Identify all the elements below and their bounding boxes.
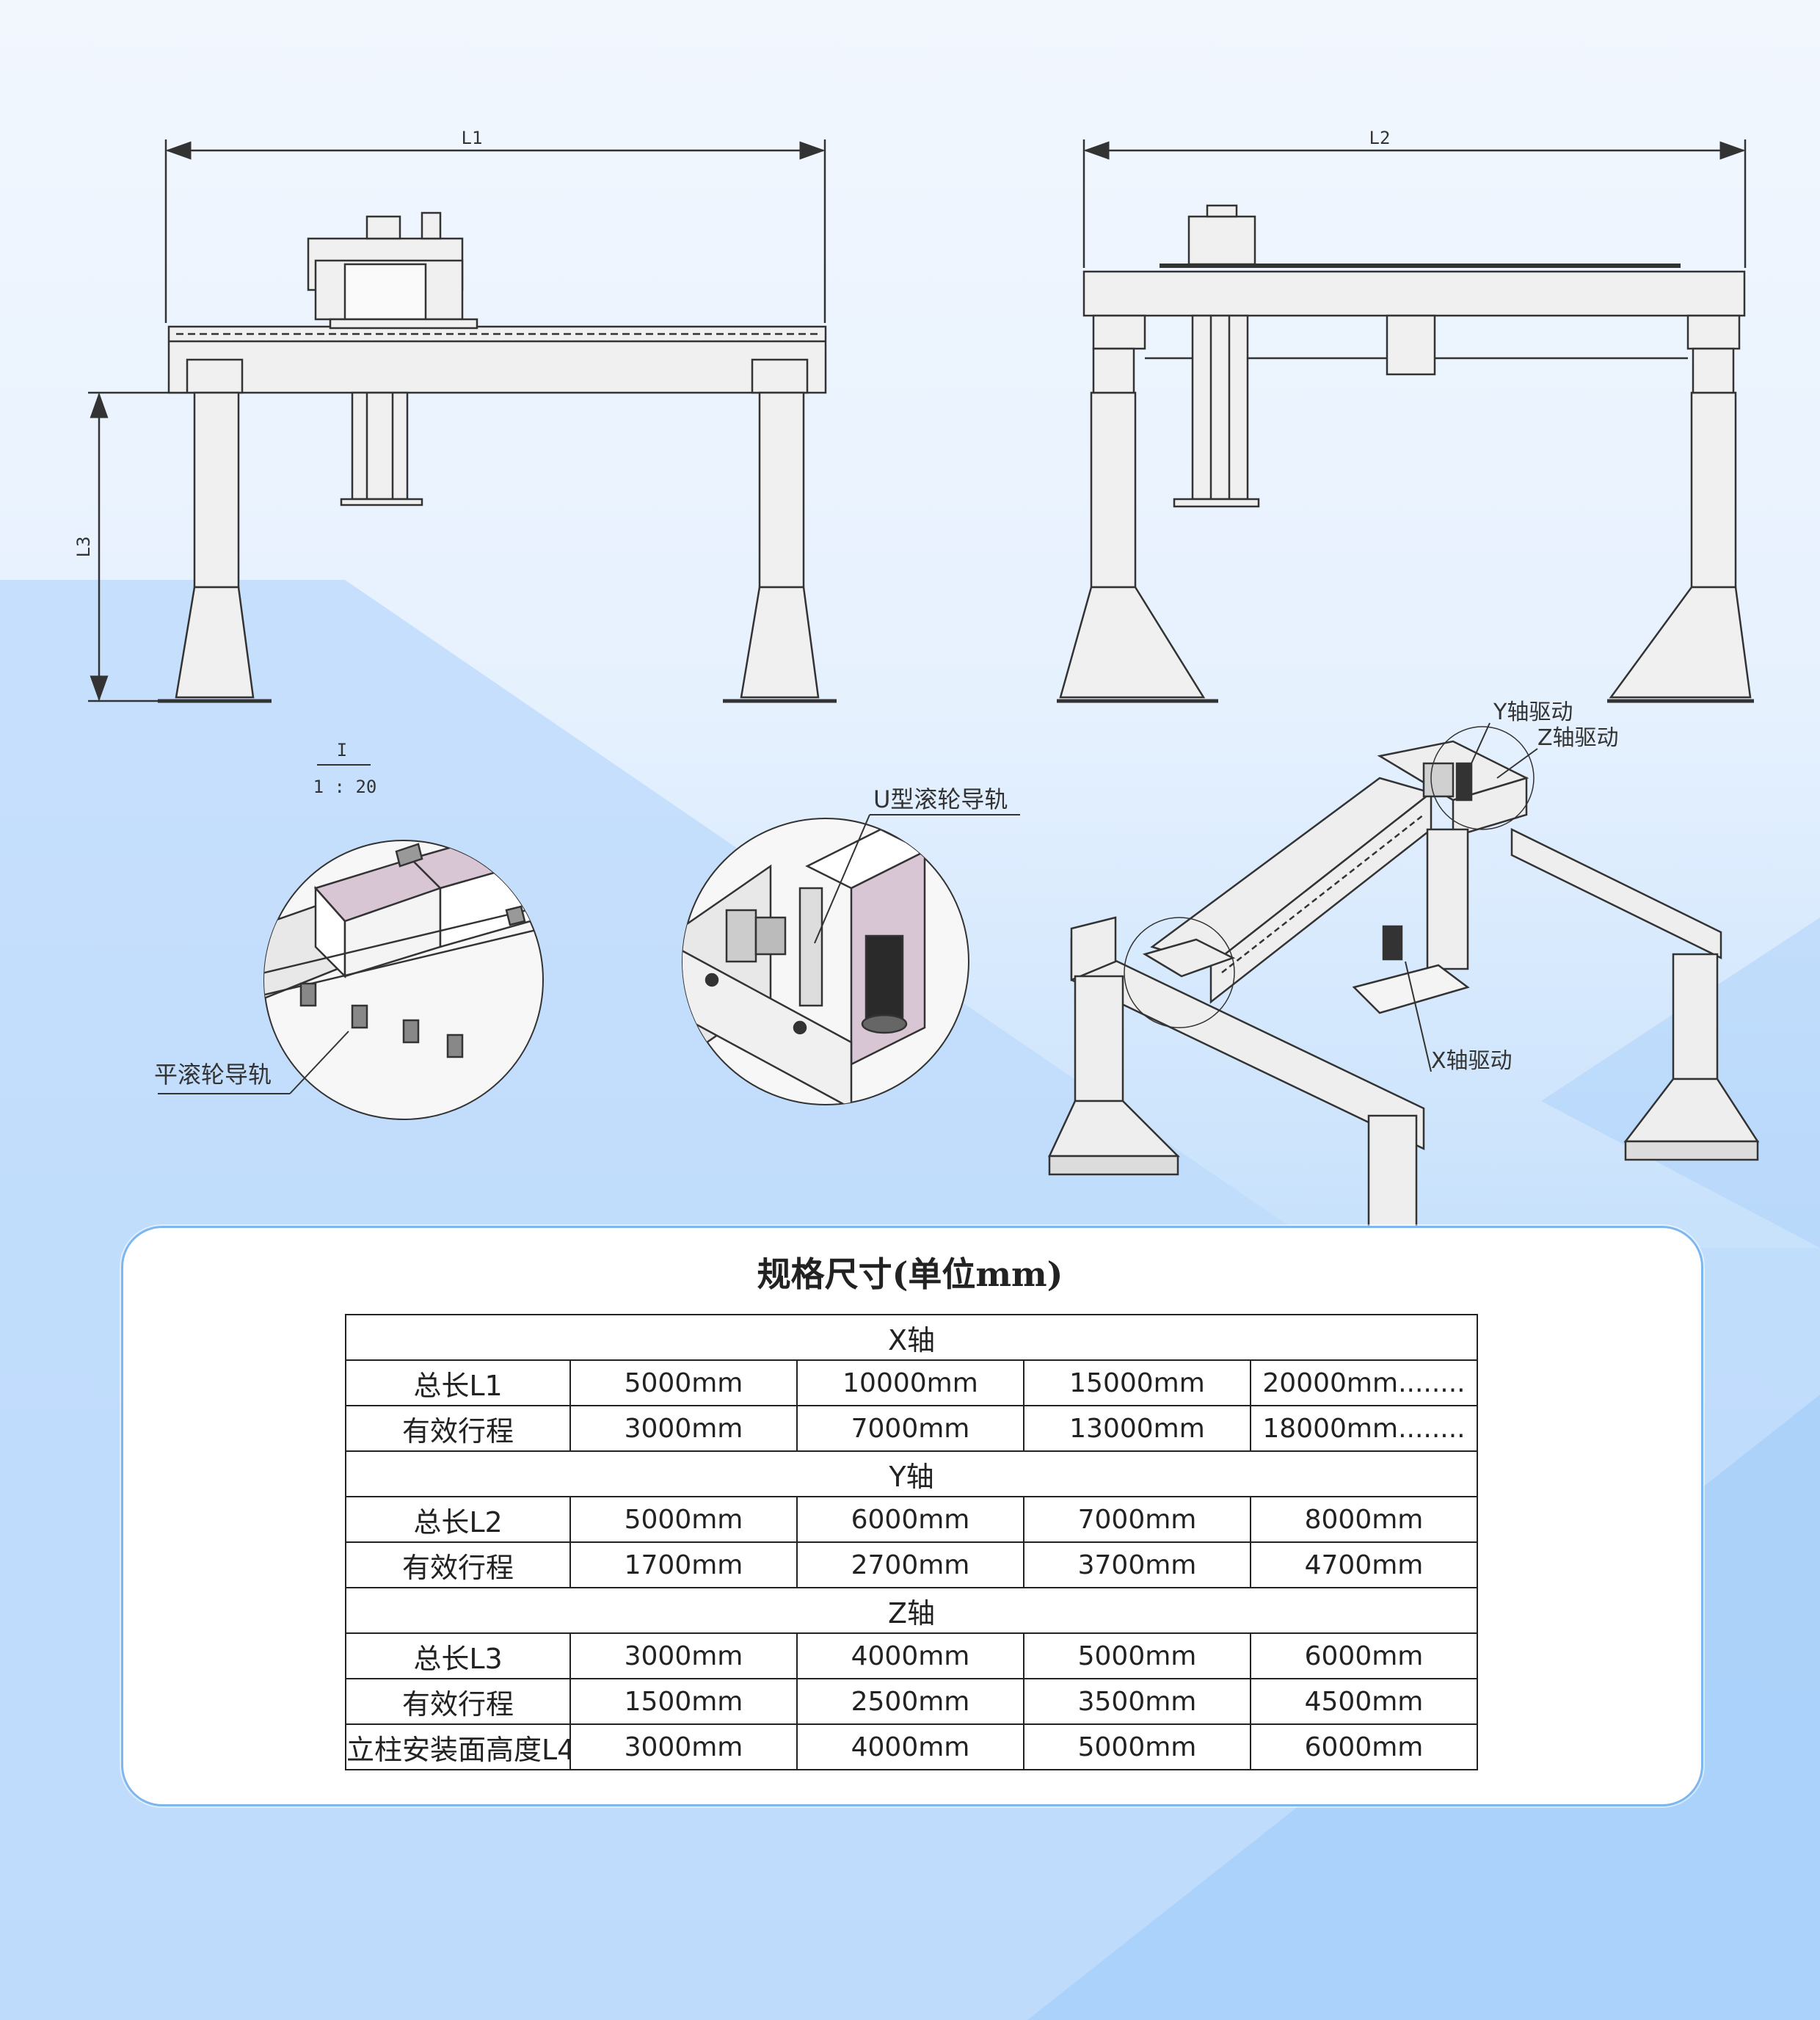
detail-u-roller (682, 814, 1020, 1105)
l1-label: L1 (462, 128, 483, 148)
table-row: 总长L3 3000mm 4000mm 5000mm 6000mm (345, 1632, 1479, 1679)
section-header-x: X轴 (344, 1314, 1479, 1361)
detail-scale-label: 1 : 20 (313, 777, 377, 797)
cell: 3000mm (569, 1405, 798, 1452)
table-row: 有效行程 3000mm 7000mm 13000mm 18000mm......… (345, 1405, 1479, 1452)
cell: 5000mm (1023, 1723, 1251, 1770)
cell: 5000mm (569, 1359, 798, 1406)
cell: 3700mm (1023, 1541, 1251, 1588)
cell: 6000mm (796, 1496, 1024, 1543)
cell: 6000mm (1249, 1632, 1479, 1679)
axis-label: Z轴 (344, 1587, 1479, 1634)
row-label: 总长L1 (345, 1359, 571, 1406)
detail-flat-roller (158, 840, 544, 1120)
cell: 5000mm (1023, 1632, 1251, 1679)
front-view (88, 139, 837, 703)
table-row: 立柱安装面高度L4 3000mm 4000mm 5000mm 6000mm (345, 1723, 1479, 1770)
cell: 13000mm (1023, 1405, 1251, 1452)
row-label: 有效行程 (345, 1405, 571, 1452)
cell: 20000mm........ (1249, 1359, 1479, 1406)
cell: 8000mm (1249, 1496, 1479, 1543)
cell: 4700mm (1249, 1541, 1479, 1588)
row-label: 立柱安装面高度L4 (345, 1723, 571, 1770)
cell: 1700mm (569, 1541, 798, 1588)
flat-roller-callout: 平滚轮导轨 (154, 1061, 272, 1089)
cell: 2500mm (796, 1678, 1024, 1725)
side-view (1057, 139, 1754, 703)
cell: 15000mm (1023, 1359, 1251, 1406)
cell: 6000mm (1249, 1723, 1479, 1770)
cell: 7000mm (796, 1405, 1024, 1452)
cell: 3000mm (569, 1723, 798, 1770)
z-drive-callout: Z轴驱动 (1537, 725, 1619, 751)
x-drive-callout: X轴驱动 (1431, 1048, 1513, 1074)
row-label: 总长L2 (345, 1496, 571, 1543)
u-roller-callout: U型滚轮导轨 (873, 785, 1008, 813)
row-label: 有效行程 (345, 1541, 571, 1588)
detail-ref-label: I (337, 740, 347, 760)
cell: 2700mm (796, 1541, 1024, 1588)
cell: 4000mm (796, 1632, 1024, 1679)
cell: 7000mm (1023, 1496, 1251, 1543)
row-label: 总长L3 (345, 1632, 571, 1679)
table-row: 有效行程 1500mm 2500mm 3500mm 4500mm (345, 1678, 1479, 1725)
cell: 5000mm (569, 1496, 798, 1543)
isometric-view (1048, 722, 1760, 1248)
spec-table: X轴 总长L1 5000mm 10000mm 15000mm 20000mm..… (344, 1314, 1479, 1770)
section-header-y: Y轴 (344, 1450, 1479, 1497)
cell: 3000mm (569, 1632, 798, 1679)
cell: 10000mm (796, 1359, 1024, 1406)
axis-label: Y轴 (344, 1450, 1479, 1497)
cell: 3500mm (1023, 1678, 1251, 1725)
technical-drawing: L1 L3 L2 I 1 : 20 (73, 128, 1760, 1248)
cell: 4000mm (796, 1723, 1024, 1770)
table-row: 总长L1 5000mm 10000mm 15000mm 20000mm.....… (345, 1359, 1479, 1406)
cell: 1500mm (569, 1678, 798, 1725)
row-label: 有效行程 (345, 1678, 571, 1725)
l3-label: L3 (73, 537, 94, 558)
section-header-z: Z轴 (344, 1587, 1479, 1634)
axis-label: X轴 (344, 1314, 1479, 1361)
y-drive-callout: Y轴驱动 (1493, 700, 1573, 725)
spec-title: 规格尺寸(单位mm) (757, 1254, 1063, 1294)
cell: 18000mm........ (1249, 1405, 1479, 1452)
cell: 4500mm (1249, 1678, 1479, 1725)
table-row: 总长L2 5000mm 6000mm 7000mm 8000mm (345, 1496, 1479, 1543)
l2-label: L2 (1369, 128, 1391, 148)
table-row: 有效行程 1700mm 2700mm 3700mm 4700mm (345, 1541, 1479, 1588)
